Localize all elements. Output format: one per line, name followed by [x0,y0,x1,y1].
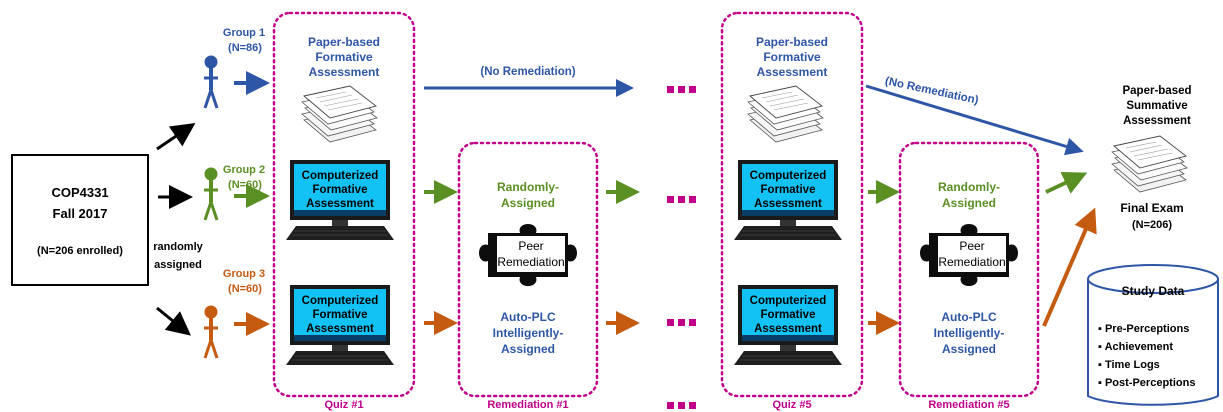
quiz-1-paper-line-1: Paper-based [308,35,380,49]
study-data-title: Study Data [1122,284,1185,298]
ellipsis-group-1 [667,86,696,93]
quiz-5-computer-g2-line-2: Formative [761,184,816,196]
quiz-5-computer-g3-line-1: Computerized [750,295,827,307]
arrow-rem-5-to-final-group-2 [1045,171,1088,194]
arrow-to-group-3 [156,306,191,336]
remediation-5-label: Remediation #5 [928,399,1009,411]
quiz-1-computer-g2-line-2: Formative [313,184,368,196]
study-data-cylinder [1087,264,1219,406]
quiz-5-label: Quiz #5 [772,399,811,411]
quiz-5-computer-g2-line-3: Assessment [754,198,822,210]
rem-5-random-line-2: Assigned [942,196,996,210]
rem-1-peer-line-1: Peer [518,239,543,253]
study-data-item: ▪ Post-Perceptions [1098,377,1195,389]
study-data-item: ▪ Time Logs [1098,359,1160,371]
group-1-n: (N=86) [228,42,262,54]
study-data-item: ▪ Achievement [1098,341,1173,353]
course-code: COP4331 [51,185,108,200]
rem-5-auto-line-2: Intelligently- [934,326,1005,340]
quiz-1-box [272,11,416,398]
quiz-1-computer-g3-line-3: Assessment [306,323,374,335]
remediation-1-box [457,141,599,398]
summative-line-2: Summative [1126,100,1187,112]
rem-1-peer-label-bg [497,236,565,272]
course-enrolled: (N=206 enrolled) [37,245,123,257]
group-2-name: Group 2 [223,164,265,176]
quiz-5-paper-line-2: Formative [763,50,821,64]
quiz-5-computer-g3-line-3: Assessment [754,323,822,335]
summative-paper-stack-icon [1111,135,1188,193]
summative-line-3: Assessment [1123,115,1191,127]
course-box: COP4331 Fall 2017 (N=206 enrolled) [11,154,149,286]
quiz-1-computer-g2-line-1: Computerized [302,170,379,182]
quiz-1-paper-stack-icon [301,85,378,143]
rem-5-peer-line-1: Peer [959,239,984,253]
course-box-border [11,154,149,286]
randomly-assigned-label-1: randomly [153,241,203,253]
quiz-1-paper-line-2: Formative [315,50,373,64]
rem-5-auto-line-3: Assigned [942,342,996,356]
group-1-person-icon [202,54,220,110]
ellipsis-bottom [667,402,696,409]
quiz-5-computer-g3-line-2: Formative [761,309,816,321]
quiz-5-paper-stack-icon [747,85,824,143]
group-3-name: Group 3 [223,268,265,280]
ellipsis-group-3 [667,319,696,326]
arrow-quiz-5-to-final-group-1 [865,84,1084,156]
group-2-n: (N=60) [228,179,262,191]
ellipsis-group-2 [667,196,696,203]
summative-line-1: Paper-based [1122,85,1191,97]
final-exam-label: Final Exam [1120,201,1183,215]
group-2-person-icon [202,166,220,222]
arrow-rem-5-to-final-group-3 [1042,207,1097,327]
quiz-5-box [720,11,864,398]
group-3-n: (N=60) [228,283,262,295]
rem-1-auto-line-3: Assigned [501,342,555,356]
rem-5-random-line-1: Randomly- [938,180,1000,194]
remediation-1-label: Remediation #1 [487,399,568,411]
rem-1-random-line-2: Assigned [501,196,555,210]
quiz-1-computer-g3-line-2: Formative [313,309,368,321]
quiz-5-paper-line-1: Paper-based [756,35,828,49]
remediation-5-box [898,141,1040,398]
quiz-1-paper-line-3: Assessment [309,65,380,79]
rem-1-auto-line-1: Auto-PLC [500,310,556,324]
rem-5-peer-label-bg [938,236,1006,272]
rem-1-random-line-1: Randomly- [497,180,559,194]
group-1-name: Group 1 [223,27,265,39]
study-data-item: ▪ Pre-Perceptions [1098,323,1189,335]
rem-1-peer-line-2: Remediation [497,255,564,269]
rem-5-auto-line-1: Auto-PLC [941,310,997,324]
quiz-1-computer-g3-line-1: Computerized [302,295,379,307]
quiz-1-computer-g2-line-3: Assessment [306,198,374,210]
rem-1-auto-line-2: Intelligently- [493,326,564,340]
arrow-to-group-1 [156,122,196,151]
group-3-person-icon [202,304,220,360]
course-term: Fall 2017 [53,206,108,221]
rem-5-peer-line-2: Remediation [938,255,1005,269]
quiz-5-paper-line-3: Assessment [757,65,828,79]
no-remediation-label-1: (No Remediation) [480,66,575,78]
no-remediation-label-2: (No Remediation) [884,75,980,107]
final-exam-n: (N=206) [1132,219,1172,231]
quiz-5-computer-g2-line-1: Computerized [750,170,827,182]
quiz-1-label: Quiz #1 [324,399,363,411]
randomly-assigned-label-2: assigned [154,259,202,271]
